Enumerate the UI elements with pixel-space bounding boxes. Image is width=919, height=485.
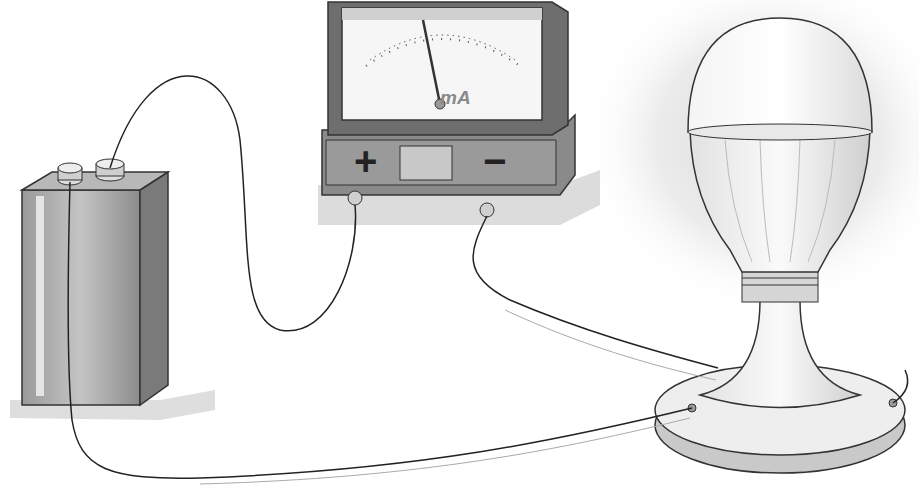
meter-scale	[366, 39, 520, 66]
socket-pedestal	[700, 300, 860, 408]
bulb-glow	[580, 0, 919, 315]
meter-housing	[328, 2, 568, 135]
bulb-fins	[725, 140, 835, 262]
wire-shadow	[200, 418, 690, 484]
bulb-dome	[688, 18, 872, 132]
meter-window	[342, 8, 542, 120]
wires	[68, 76, 908, 478]
neck-ring	[742, 278, 818, 279]
meter-needle	[423, 20, 440, 104]
battery-top	[22, 172, 168, 190]
bulb-neck	[742, 270, 818, 302]
wire-shadow	[505, 310, 716, 380]
meter-terminal	[480, 203, 494, 217]
meter-panel	[326, 140, 556, 185]
battery	[22, 159, 168, 405]
battery-side	[140, 172, 168, 405]
meter-button	[400, 146, 452, 180]
wire	[473, 216, 718, 368]
meter-window-shade	[342, 8, 542, 20]
meter-scale	[370, 35, 515, 60]
wire	[893, 370, 908, 403]
battery-front	[22, 190, 140, 405]
led-bulb	[655, 18, 905, 473]
unit-label: mA	[440, 88, 471, 107]
wire	[110, 76, 356, 331]
wire	[68, 182, 692, 478]
ammeter	[322, 2, 575, 217]
wire-shadows	[200, 310, 716, 484]
terminal-sign: +	[354, 141, 377, 181]
battery-terminal	[58, 163, 82, 173]
neck-ring	[742, 285, 818, 286]
meter-terminal	[348, 191, 362, 205]
terminal-sign: −	[483, 141, 506, 181]
dome-rim	[688, 124, 872, 140]
bulb-body	[690, 130, 870, 272]
battery-highlight	[36, 196, 44, 396]
